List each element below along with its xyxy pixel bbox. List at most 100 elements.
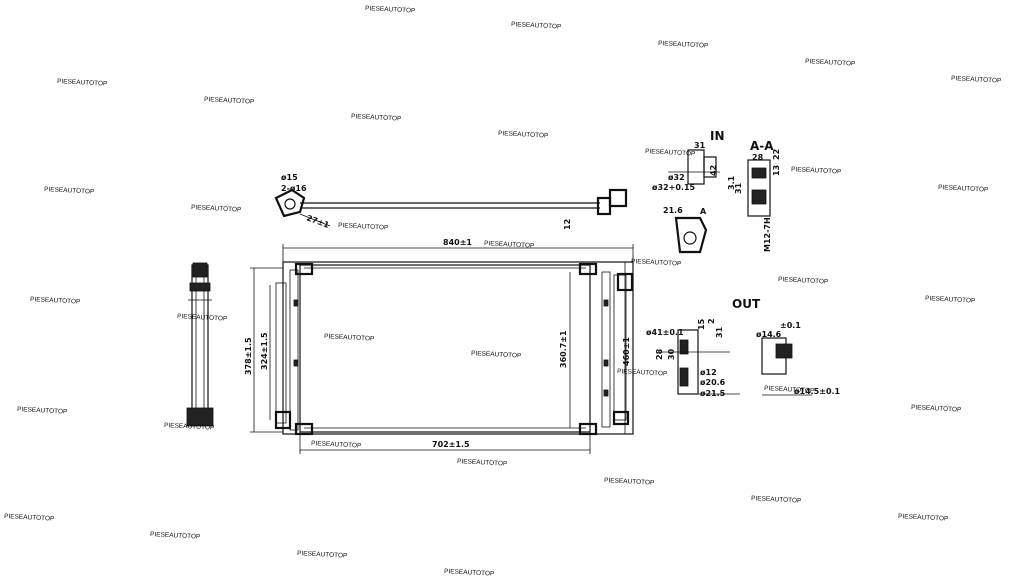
in-section-fill — [751, 189, 767, 205]
condenser-outline — [282, 261, 634, 435]
out-detail: OUT ø41±0.1 15 2 31 28 30 ø12 ø20.6 ø21.… — [646, 297, 841, 398]
out-title: OUT — [732, 297, 761, 311]
left-tank — [289, 269, 299, 431]
pipe-right-fitting — [608, 188, 628, 208]
dim-pipe-15: ø15 — [281, 173, 298, 182]
watermark-text: PIESEAUTOTOP — [938, 184, 989, 194]
dim-in-aa-13: 13 — [772, 165, 781, 176]
in-neck — [703, 156, 717, 178]
dim-in-3-1: 3.1 — [727, 175, 736, 190]
dim-in-aa-thread: M12-7H — [763, 217, 772, 252]
dim-out-14-5: ø14.5±0.1 — [794, 387, 841, 396]
side-bottom-bracket — [186, 407, 214, 427]
left-drier — [275, 282, 287, 424]
corner-bracket — [578, 422, 598, 436]
watermark-text: PIESEAUTOTOP — [17, 406, 68, 416]
watermark-text: PIESEAUTOTOP — [925, 295, 976, 305]
watermark-text: PIESEAUTOTOP — [204, 96, 255, 106]
dim-in-31: 31 — [694, 141, 706, 150]
pipe-left-flange — [274, 188, 306, 218]
left-lower-bracket — [274, 410, 292, 430]
dim-pipe-12: 12 — [563, 219, 572, 230]
watermark-text: PIESEAUTOTOP — [604, 477, 655, 487]
in-detail: IN 31 42 ø32 ø32+0.15 21.6 A 3.1 A-A 28 … — [652, 129, 781, 254]
watermark-text: PIESEAUTOTOP — [911, 404, 962, 414]
watermark-text: PIESEAUTOTOP — [177, 313, 228, 323]
watermark-text: PIESEAUTOTOP — [645, 148, 696, 158]
in-flange-bore — [683, 231, 697, 245]
pipe-right-block — [596, 196, 612, 216]
out-side-fill — [775, 343, 793, 359]
pipe-leader — [299, 213, 331, 227]
dim-in-32-tol: ø32+0.15 — [652, 183, 696, 192]
dim-overall-height: 378±1.5 — [244, 337, 253, 375]
dim-in-21-6: 21.6 — [663, 206, 683, 215]
dim-pipe-16: 2-ø16 — [281, 184, 307, 193]
watermark-text: PIESEAUTOTOP — [484, 240, 535, 250]
corner-bracket — [578, 262, 598, 276]
watermark-text: PIESEAUTOTOP — [338, 222, 389, 232]
corner-bracket — [294, 262, 314, 276]
pin — [293, 299, 299, 307]
watermark-text: PIESEAUTOTOP — [658, 40, 709, 50]
dim-in-32: ø32 — [668, 173, 685, 182]
watermark-text: PIESEAUTOTOP — [498, 130, 549, 140]
watermark-text: PIESEAUTOTOP — [898, 513, 949, 523]
watermark-text: PIESEAUTOTOP — [631, 258, 682, 268]
dim-out-41: ø41±0.1 — [646, 328, 684, 337]
watermark-text: PIESEAUTOTOP — [4, 513, 55, 523]
in-section-title: A-A — [750, 139, 774, 153]
watermark-layer: PIESEAUTOTOP PIESEAUTOTOP PIESEAUTOTOP PIES… — [4, 5, 1002, 578]
dim-out-30: 30 — [667, 348, 676, 360]
in-flange — [674, 216, 708, 254]
watermark-text: PIESEAUTOTOP — [511, 21, 562, 31]
pipe-left-bore — [284, 198, 296, 210]
dim-in-42: 42 — [709, 165, 718, 176]
pin — [603, 389, 609, 397]
watermark-text: PIESEAUTOTOP — [471, 350, 522, 360]
dim-out-14-6: ø14.6 — [756, 330, 782, 339]
main-dimensions: 840±1 702±1.5 378±1.5 324±1.5 360.7±1 46… — [244, 238, 634, 454]
pin — [603, 359, 609, 367]
dim-side-height: 460±1 — [622, 337, 631, 366]
watermark-text: PIESEAUTOTOP — [191, 204, 242, 214]
watermark-text: PIESEAUTOTOP — [617, 368, 668, 378]
pin — [293, 359, 299, 367]
dim-out-tol: ±0.1 — [780, 321, 801, 330]
watermark-text: PIESEAUTOTOP — [150, 531, 201, 541]
watermark-text: PIESEAUTOTOP — [365, 5, 416, 15]
watermark-text: PIESEAUTOTOP — [324, 333, 375, 343]
right-tank — [601, 271, 611, 428]
watermark-text: PIESEAUTOTOP — [791, 166, 842, 176]
out-body — [677, 329, 699, 395]
side-top-bracket — [192, 262, 208, 278]
out-fill — [679, 367, 689, 387]
dim-out-28: 28 — [655, 348, 664, 360]
side-view — [186, 262, 214, 427]
watermark-text: PIESEAUTOTOP — [805, 58, 856, 68]
in-section-fill — [751, 167, 767, 179]
watermark-text: PIESEAUTOTOP — [30, 296, 81, 306]
in-section-body — [747, 159, 771, 217]
watermark-text: PIESEAUTOTOP — [164, 422, 215, 432]
dim-in-aa-22: 22 — [772, 149, 781, 160]
condenser-front-view — [274, 261, 634, 436]
watermark-text: PIESEAUTOTOP — [57, 78, 108, 88]
in-title: IN — [710, 129, 725, 143]
dim-out-12: ø12 — [700, 368, 717, 377]
dim-pipe-27: 27±1 — [305, 213, 330, 230]
dim-core-width: 702±1.5 — [432, 440, 470, 449]
out-fill — [679, 339, 689, 355]
condenser-core — [299, 264, 591, 433]
dim-out-21-5: ø21.5 — [700, 389, 726, 398]
dim-out-31: 31 — [715, 326, 724, 338]
dim-out-2: 2 — [707, 318, 716, 324]
right-lower-bracket — [612, 410, 630, 426]
dim-core-height-left: 324±1.5 — [260, 332, 269, 370]
side-bracket — [189, 282, 211, 292]
watermark-text: PIESEAUTOTOP — [44, 186, 95, 196]
pin — [603, 299, 609, 307]
dim-overall-width: 840±1 — [443, 238, 472, 247]
